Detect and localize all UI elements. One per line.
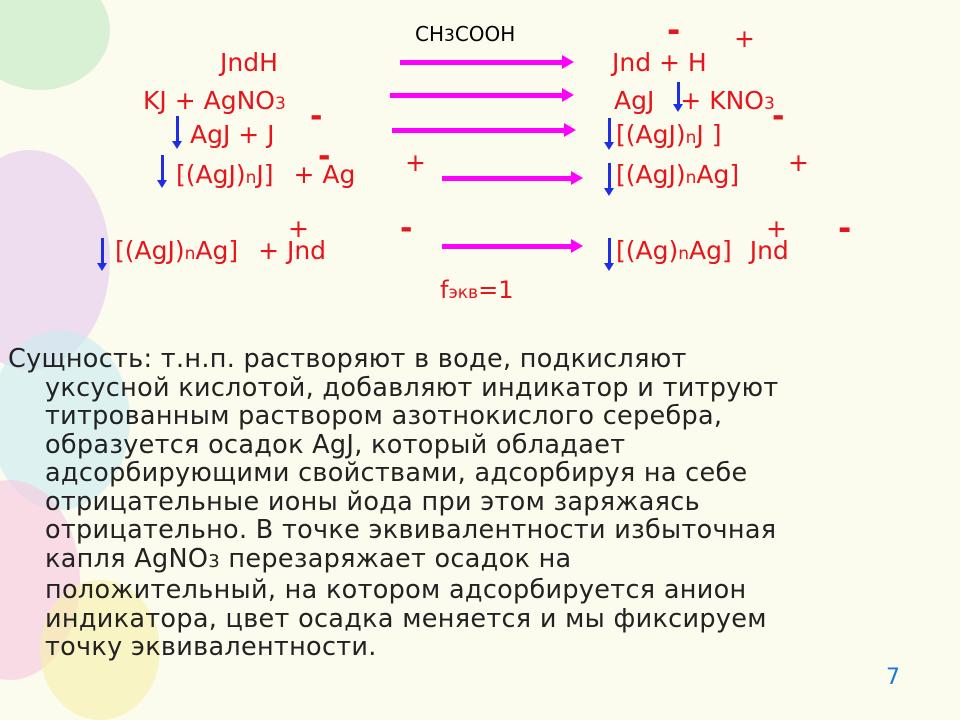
essence-line: индикатора, цвет осадка меняется и мы фи… [45, 603, 767, 634]
charge-plus: + [766, 214, 787, 243]
reaction-1-right: Jnd + H [612, 48, 707, 77]
reagent-label: CH3COOH [415, 22, 516, 46]
reaction-1-left: JndH [220, 48, 278, 77]
charge-minus: - [667, 11, 681, 49]
essence-line: капля AgNO3 перезаряжает осадок на [45, 543, 572, 574]
charge-minus: - [838, 209, 852, 247]
essence-line: положительный, на котором адсорбируется … [45, 575, 747, 605]
essence-line: точку эквивалентности. [45, 632, 377, 662]
charge-plus: + [288, 214, 309, 243]
page-number: 7 [886, 665, 900, 690]
reaction-arrow-1 [400, 55, 574, 69]
reaction-5-right: [(Ag)nAg] Jnd [616, 236, 789, 265]
charge-plus: + [788, 148, 809, 177]
essence-line: титрованным раствором азотнокислого сере… [45, 401, 723, 431]
reaction-2-left: KJ + AgNO3 [143, 86, 286, 115]
reaction-arrow-4 [442, 171, 583, 185]
reaction-4-left: [(AgJ)nJ] + Ag [176, 160, 356, 189]
charge-plus: + [405, 148, 426, 177]
precipitate-arrow [604, 163, 614, 196]
reaction-4-right: [(AgJ)nAg] [616, 160, 740, 189]
essence-line: адсорбирующими свойствами, адсорбируя на… [45, 458, 748, 488]
precipitate-arrow [604, 238, 614, 271]
essence-line: уксусной кислотой, добавляют индикатор и… [45, 372, 779, 403]
reaction-2-right: AgJ + KNO3 [614, 86, 775, 115]
essence-line: отрицательно. В точке эквивалентности из… [45, 515, 777, 545]
reaction-arrow-3 [392, 123, 576, 137]
essence-line: отрицательные ионы йода при этом заряжая… [45, 486, 700, 517]
reaction-arrow-5 [442, 239, 583, 253]
essence-paragraph: Сущность: т.н.п. растворяют в воде, подк… [8, 345, 888, 662]
charge-plus: + [734, 24, 755, 53]
precipitate-arrow [157, 155, 167, 188]
charge-minus: - [772, 99, 785, 134]
reaction-3-left: AgJ + J [190, 120, 275, 149]
essence-line: Сущность: т.н.п. растворяют в воде, подк… [8, 344, 687, 374]
charge-minus: - [310, 99, 323, 134]
precipitate-arrow [604, 118, 614, 150]
essence-line: образуется осадок AgJ, который обладает [45, 429, 626, 460]
precipitate-arrow [97, 238, 107, 271]
reaction-3-right: [(AgJ)nJ ] [616, 120, 722, 149]
equivalence-factor: fэкв=1 [440, 276, 514, 304]
charge-minus: - [400, 211, 413, 246]
precipitate-arrow [172, 116, 182, 149]
precipitate-arrow [673, 82, 683, 112]
reaction-arrow-2 [390, 88, 574, 102]
charge-minus: - [318, 139, 331, 174]
reaction-5-left: [(AgJ)nAg] + Jnd [115, 236, 327, 265]
